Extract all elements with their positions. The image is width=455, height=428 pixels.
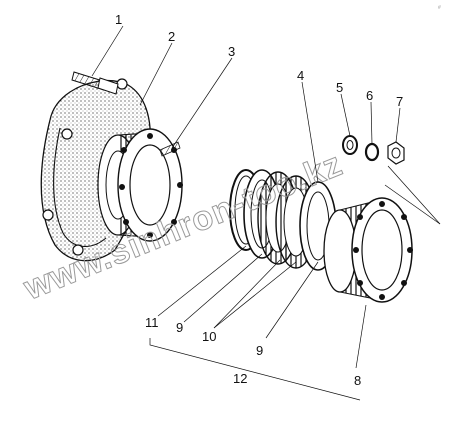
callout-11: 11 xyxy=(145,315,159,330)
callout-4: 4 xyxy=(297,68,304,83)
callout-5: 5 xyxy=(336,80,343,95)
nut-7 xyxy=(387,141,405,165)
callout-1: 1 xyxy=(115,12,122,27)
callout-2: 2 xyxy=(168,29,175,44)
callout-6: 6 xyxy=(366,88,373,103)
callout-numbers: 1 2 3 4 5 6 7 8 9 9 10 11 12 xyxy=(115,12,403,388)
callout-8: 8 xyxy=(354,373,361,388)
callout-7: 7 xyxy=(396,94,403,109)
callout-10: 10 xyxy=(202,329,216,344)
callout-3: 3 xyxy=(228,44,235,59)
washer-5 xyxy=(342,135,358,155)
flange-cup-8 xyxy=(323,197,413,303)
housing-flange xyxy=(117,128,183,242)
leader-lines xyxy=(91,25,441,401)
callout-9-right: 9 xyxy=(256,343,263,358)
callout-12: 12 xyxy=(233,371,247,386)
corner-mark: # xyxy=(438,5,441,11)
spring-washer-6 xyxy=(364,142,380,162)
callout-9-left: 9 xyxy=(176,320,183,335)
